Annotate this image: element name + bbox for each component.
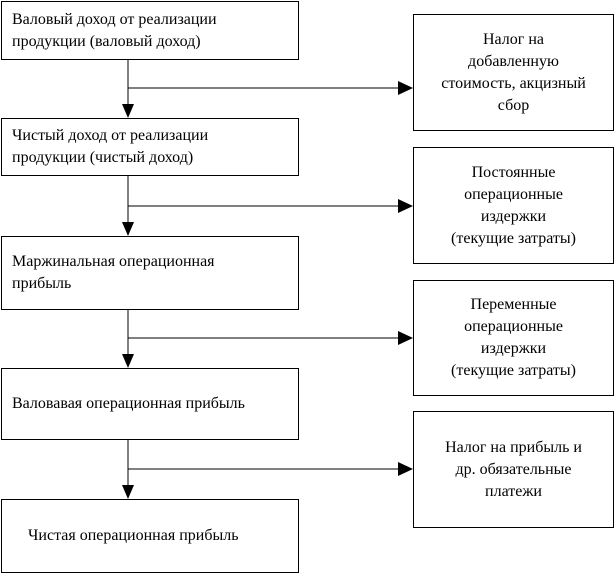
box-gross-operating-profit: Валовавая операционная прибыль (1, 368, 299, 440)
box-gross-operating-profit-label: Валовавая операционная прибыль (12, 395, 245, 412)
box-vat-excise-label: Налог на добавленную стоимость, акцизный… (441, 30, 586, 114)
right-arrowhead-4 (398, 462, 413, 476)
box-variable-operating-costs-label: Переменные операционные издержки (текущи… (451, 296, 576, 379)
right-arrowhead-3 (398, 331, 413, 345)
box-marginal-operating-profit: Маржинальная операционная прибыль (1, 236, 299, 310)
down-arrowhead-2 (122, 222, 134, 236)
box-net-income: Чистый доход от реализации продукции (чи… (1, 118, 299, 176)
box-profit-tax: Налог на прибыль и др. обязательные плат… (413, 411, 614, 528)
right-arrowhead-2 (398, 199, 413, 213)
box-net-income-label: Чистый доход от реализации продукции (чи… (12, 127, 209, 166)
box-gross-income: Валовый доход от реализации продукции (в… (1, 1, 299, 60)
down-arrowhead-1 (122, 104, 134, 118)
box-marginal-operating-profit-label: Маржинальная операционная прибыль (12, 253, 215, 292)
box-net-operating-profit-label: Чистая операционная прибыль (28, 527, 239, 544)
box-gross-income-label: Валовый доход от реализации продукции (в… (12, 10, 217, 50)
down-arrowhead-3 (122, 354, 134, 368)
box-variable-operating-costs: Переменные операционные издержки (текущи… (413, 280, 614, 396)
down-arrowhead-4 (122, 485, 134, 499)
right-arrowhead-1 (398, 81, 413, 95)
box-fixed-operating-costs-label: Постоянные операционные издержки (текущи… (451, 163, 576, 247)
box-net-operating-profit: Чистая операционная прибыль (1, 499, 299, 573)
box-profit-tax-label: Налог на прибыль и др. обязательные плат… (445, 438, 582, 500)
box-fixed-operating-costs: Постоянные операционные издержки (текущи… (413, 147, 614, 264)
box-vat-excise: Налог на добавленную стоимость, акцизный… (413, 14, 614, 131)
